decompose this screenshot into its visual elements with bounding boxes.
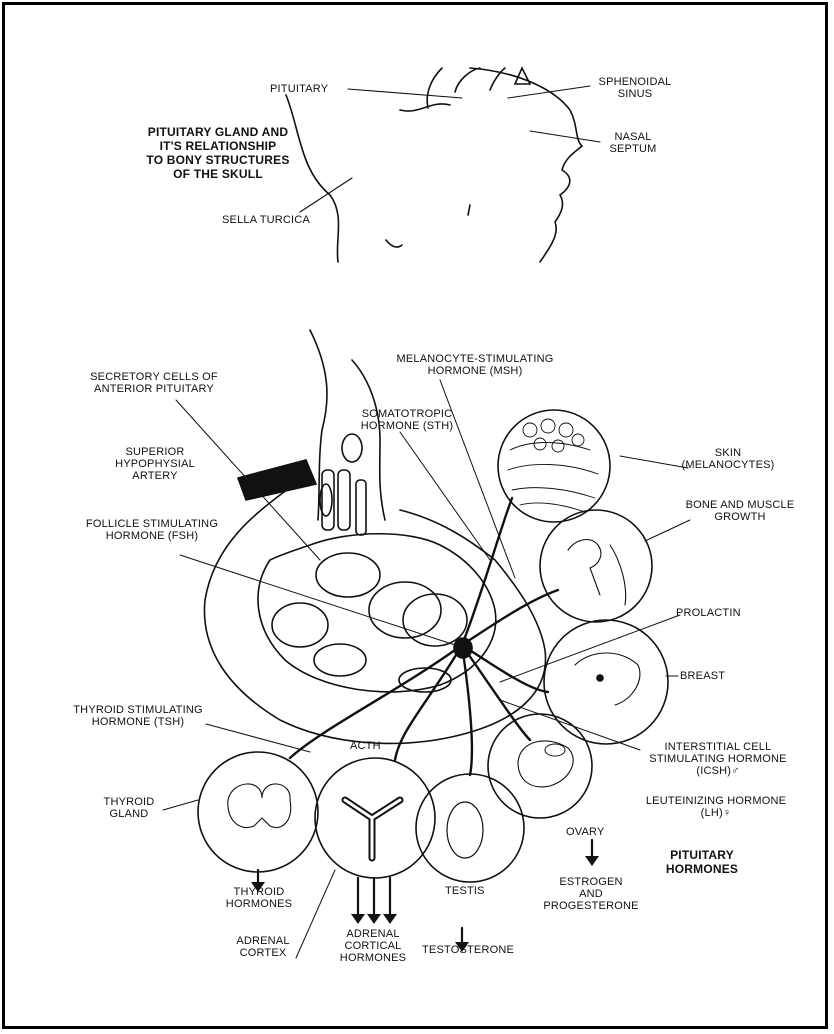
hypophysial-artery	[238, 460, 316, 500]
fsh-label: FOLLICLE STIMULATING HORMONE (FSH)	[62, 518, 242, 542]
skull-profile	[286, 68, 582, 262]
pituitary-gland	[204, 330, 545, 743]
bone-circle	[540, 510, 652, 622]
acth-label: ACTH	[350, 740, 381, 752]
skull-panel-title: PITUITARY GLAND AND IT'S RELATIONSHIP TO…	[118, 125, 318, 181]
ovary-label: OVARY	[566, 826, 605, 838]
sth-label: SOMATOTROPIC HORMONE (STH)	[332, 408, 482, 432]
bone-muscle-label: BONE AND MUSCLE GROWTH	[680, 499, 800, 523]
estrogen-label: ESTROGEN AND PROGESTERONE	[536, 876, 646, 912]
superior-artery-label: SUPERIOR HYPOPHYSIAL ARTERY	[100, 446, 210, 482]
pituitary-label: PITUITARY	[270, 83, 328, 95]
testosterone-label: TESTOSTERONE	[422, 944, 514, 956]
bone-drawing	[568, 540, 626, 605]
testis-label: TESTIS	[445, 885, 485, 897]
pituitary-hormones-title: PITUITARY HORMONES	[662, 848, 742, 876]
ovary-circle	[488, 714, 592, 818]
skin-texture	[508, 419, 598, 512]
thyroid-circle	[198, 752, 318, 872]
adrenal-cortex-label: ADRENAL CORTEX	[226, 935, 300, 959]
skin-label: SKIN (MELANOCYTES)	[678, 447, 778, 471]
skin-circle	[498, 410, 610, 522]
sella-turcica-label: SELLA TURCICA	[222, 214, 310, 226]
nasal-septum-label: NASAL SEPTUM	[598, 131, 668, 155]
thyroid-gland-label: THYROID GLAND	[94, 796, 164, 820]
secretory-cells-label: SECRETORY CELLS OF ANTERIOR PITUITARY	[74, 371, 234, 395]
icsh-label: INTERSTITIAL CELL STIMULATING HORMONE (I…	[628, 741, 808, 777]
breast-label: BREAST	[680, 670, 725, 682]
lh-label: LEUTEINIZING HORMONE (LH)♀	[626, 795, 806, 819]
testis-circle	[416, 774, 524, 882]
thyroid-hormones-label: THYROID HORMONES	[214, 886, 304, 910]
breast-circle	[544, 620, 668, 744]
sphenoidal-sinus-label: SPHENOIDAL SINUS	[590, 76, 680, 100]
prolactin-label: PROLACTIN	[676, 607, 741, 619]
tsh-label: THYROID STIMULATING HORMONE (TSH)	[58, 704, 218, 728]
adrenal-cortical-label: ADRENAL CORTICAL HORMONES	[328, 928, 418, 964]
msh-label: MELANOCYTE-STIMULATING HORMONE (MSH)	[380, 353, 570, 377]
